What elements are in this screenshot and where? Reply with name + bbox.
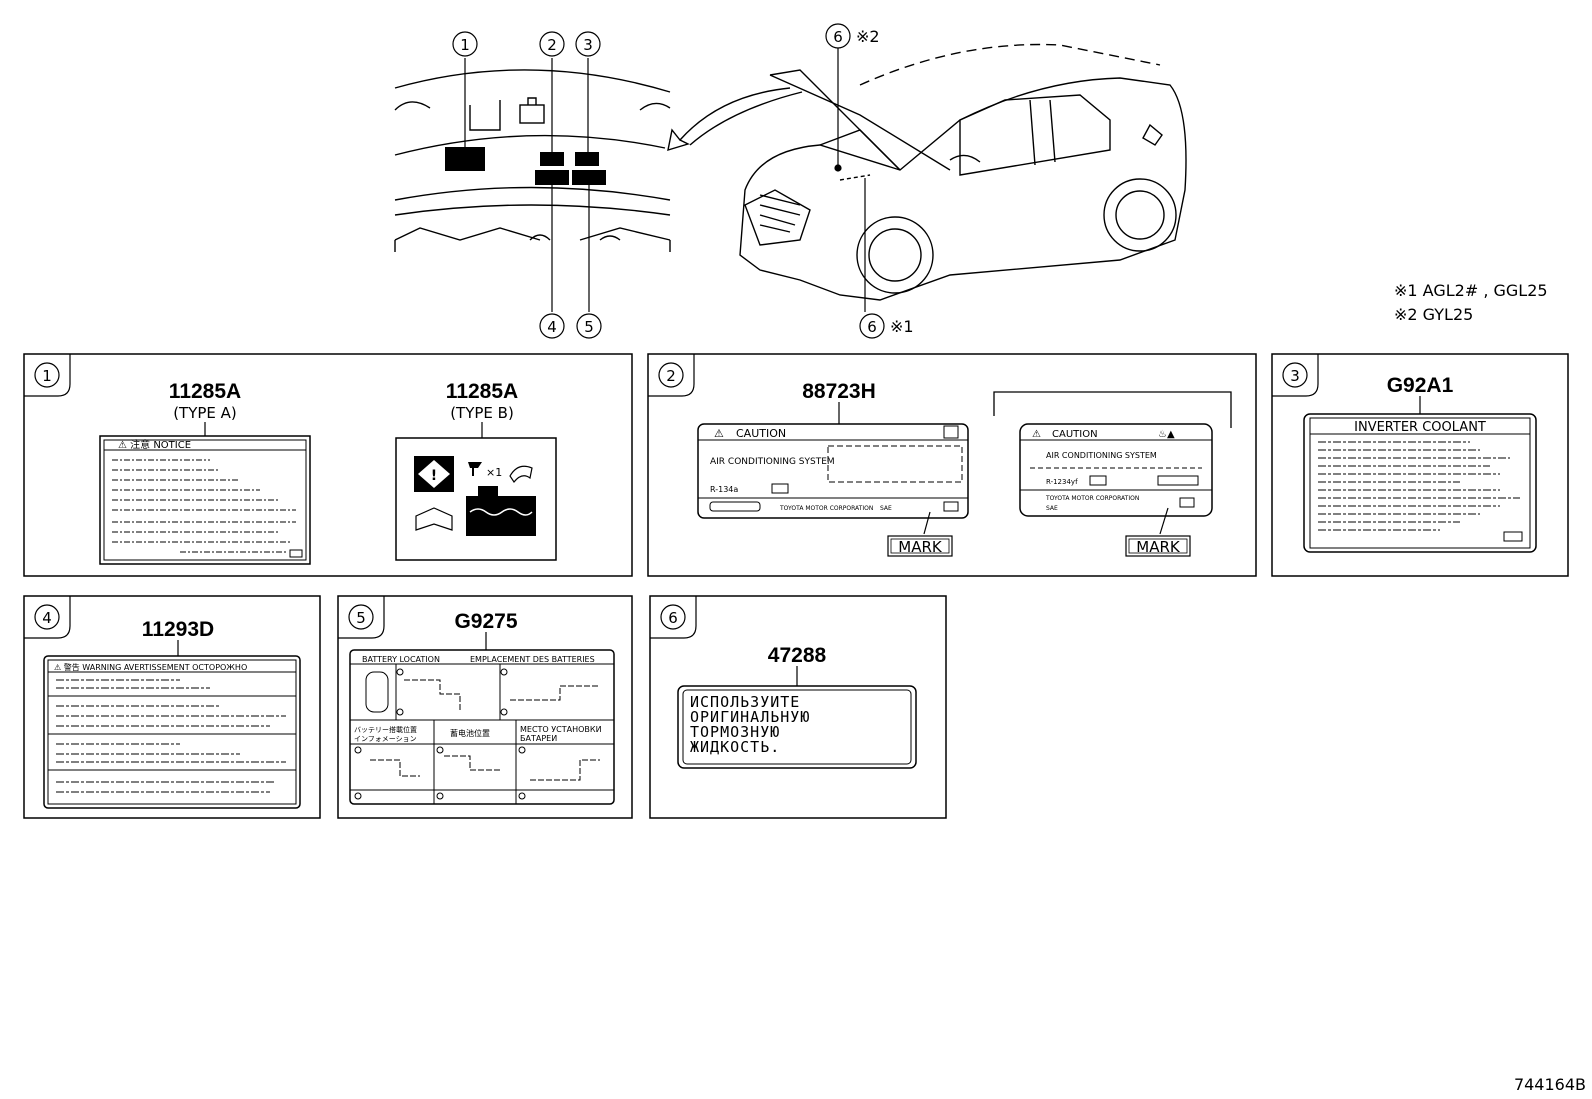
callout-6-top: 6 ※2 xyxy=(825,23,880,49)
label-88723h: ⚠ CAUTION AIR CONDITIONING SYSTEM R-134a… xyxy=(697,423,969,519)
svg-text:ИСПОЛЬЗУИТЕ: ИСПОЛЬЗУИТЕ xyxy=(690,693,800,711)
label-location-1 xyxy=(445,147,485,171)
svg-text:(TYPE A): (TYPE A) xyxy=(173,404,237,422)
label-g9275: BATTERY LOCATION EMPLACEMENT DES BATTERI… xyxy=(349,649,615,805)
panel-6: 6 47288 ИСПОЛЬЗУИТЕ ОРИГИНАЛЬНУЮ ТОРМОЗН… xyxy=(649,595,947,819)
svg-text:インフォメーション: インフォメーション xyxy=(354,735,417,743)
part-number-88723h: 88723H xyxy=(802,380,876,403)
svg-text:3: 3 xyxy=(1290,367,1300,385)
coolant-reservoir-icon xyxy=(466,496,536,536)
panel-2: 2 88723H ⚠ CAUTION AIR CONDITIONING SYST… xyxy=(647,353,1257,577)
svg-text:MARK: MARK xyxy=(898,538,943,556)
label-location-2 xyxy=(540,152,564,166)
label-location-3 xyxy=(575,152,599,166)
svg-text:ОРИГИНАЛЬНУЮ: ОРИГИНАЛЬНУЮ xyxy=(690,708,810,726)
label-11285a-type-a: ⚠ 注意 NOTICE xyxy=(99,435,311,565)
svg-text:TOYOTA MOTOR CORPORATION: TOYOTA MOTOR CORPORATION xyxy=(1045,495,1139,502)
svg-text:CAUTION: CAUTION xyxy=(736,427,786,440)
svg-text:ТОРМОЗНУЮ: ТОРМОЗНУЮ xyxy=(690,723,780,741)
svg-text:SAE: SAE xyxy=(1046,505,1058,512)
svg-text:AIR CONDITIONING SYSTEM: AIR CONDITIONING SYSTEM xyxy=(710,457,835,467)
manual-icon xyxy=(415,507,453,531)
callout-6-bottom: 6 ※1 xyxy=(859,313,914,339)
callout-2: 2 xyxy=(539,31,565,57)
svg-text:⚠: ⚠ xyxy=(1032,429,1041,440)
part-number-47288: 47288 xyxy=(768,644,827,667)
svg-text:(TYPE B): (TYPE B) xyxy=(450,404,514,422)
svg-text:2: 2 xyxy=(547,36,557,54)
svg-text:※1: ※1 xyxy=(890,317,914,336)
svg-text:ЖИДКОСТЬ.: ЖИДКОСТЬ. xyxy=(690,738,780,756)
svg-text:4: 4 xyxy=(547,318,557,336)
callout-3: 3 xyxy=(575,31,601,57)
label-11293d: ⚠ 警告 WARNING AVERTISSEMENT ОСТОРОЖНО xyxy=(43,655,301,809)
svg-text:R-134a: R-134a xyxy=(710,485,738,494)
svg-text:2: 2 xyxy=(666,367,676,385)
svg-text:MARK: MARK xyxy=(1136,538,1181,556)
panel-5: 5 G9275 BATTERY LOCATION EMPLACEMENT DES… xyxy=(337,595,633,819)
part-number-g92a1: G92A1 xyxy=(1387,374,1454,397)
svg-text:蓄电池位置: 蓄电池位置 xyxy=(450,728,490,738)
mark-tag-right: MARK xyxy=(1125,535,1191,557)
label-g92a1: INVERTER COOLANT xyxy=(1303,413,1537,553)
svg-text:1: 1 xyxy=(460,36,470,54)
part-number-g9275: G9275 xyxy=(454,610,517,633)
callout-4: 4 xyxy=(539,313,565,339)
svg-text:×1: ×1 xyxy=(486,466,502,479)
svg-text:⚠: ⚠ xyxy=(714,427,724,440)
callout-1: 1 xyxy=(452,31,478,57)
engine-oil-icon xyxy=(468,462,482,476)
panel-3: 3 G92A1 INVERTER COOLANT xyxy=(1271,353,1569,577)
note-1: ※1 AGL2# , GGL25 xyxy=(1394,281,1548,300)
part-number-11285a-type-a: 11285A xyxy=(169,380,241,403)
svg-text:※2: ※2 xyxy=(856,27,880,46)
svg-text:⚠ 警告 WARNING AVERTISSEMENT: ⚠ 警告 WARNING AVERTISSEMENT ОСТОРОЖНО xyxy=(54,662,247,672)
svg-text:EMPLACEMENT DES BATTERIES: EMPLACEMENT DES BATTERIES xyxy=(470,655,595,664)
part-number-11285a-type-b: 11285A xyxy=(446,380,518,403)
detail-arrow xyxy=(667,87,791,152)
svg-text:AIR CONDITIONING SYSTEM: AIR CONDITIONING SYSTEM xyxy=(1046,451,1157,460)
svg-text:⚠ 注意 NOTICE: ⚠ 注意 NOTICE xyxy=(118,438,191,451)
svg-text:5: 5 xyxy=(356,609,366,627)
svg-text:5: 5 xyxy=(584,318,594,336)
svg-text:БАТАРЕИ: БАТАРЕИ xyxy=(520,734,557,743)
svg-text:BATTERY LOCATION: BATTERY LOCATION xyxy=(362,655,440,664)
svg-text:♨▲: ♨▲ xyxy=(1158,429,1175,440)
panel-1: 1 11285A (TYPE A) ⚠ 注意 NOTICE 1 xyxy=(23,353,633,577)
label-47288: ИСПОЛЬЗУИТЕ ОРИГИНАЛЬНУЮ ТОРМОЗНУЮ ЖИДКО… xyxy=(677,685,917,769)
engine-bay-view xyxy=(394,69,671,252)
svg-text:CAUTION: CAUTION xyxy=(1052,429,1098,440)
panel-4: 4 11293D ⚠ 警告 WARNING AVERTISSEMENT ОСТО… xyxy=(23,595,321,819)
label-88723h-alt: ⚠ CAUTION ♨▲ AIR CONDITIONING SYSTEM R-1… xyxy=(1019,423,1213,517)
svg-text:バッテリー搭載位置: バッテリー搭載位置 xyxy=(354,725,417,734)
svg-text:3: 3 xyxy=(583,36,593,54)
svg-text:МЕСТО УСТАНОВКИ: МЕСТО УСТАНОВКИ xyxy=(520,725,602,734)
svg-text:!: ! xyxy=(431,468,437,484)
label-11285a-type-b: ! ×1 xyxy=(395,437,557,561)
figure-id: 744164B xyxy=(1514,1075,1586,1094)
mark-tag-left: MARK xyxy=(887,535,953,557)
svg-text:R-1234yf: R-1234yf xyxy=(1046,478,1078,486)
note-2: ※2 GYL25 xyxy=(1394,305,1473,324)
svg-text:1: 1 xyxy=(42,367,52,385)
svg-text:4: 4 xyxy=(42,609,52,627)
svg-text:6: 6 xyxy=(867,318,877,336)
label-location-4 xyxy=(535,170,569,185)
part-number-11293d: 11293D xyxy=(142,618,214,641)
label-location-5 xyxy=(572,170,606,185)
callout-5: 5 xyxy=(576,313,602,339)
svg-text:6: 6 xyxy=(833,28,843,46)
warning-icon xyxy=(418,460,450,488)
svg-text:SAE: SAE xyxy=(880,505,892,512)
vehicle-illustration xyxy=(739,43,1187,301)
svg-text:INVERTER COOLANT: INVERTER COOLANT xyxy=(1354,420,1486,435)
svg-text:TOYOTA MOTOR CORPORATION: TOYOTA MOTOR CORPORATION xyxy=(779,505,873,512)
svg-text:6: 6 xyxy=(668,609,678,627)
